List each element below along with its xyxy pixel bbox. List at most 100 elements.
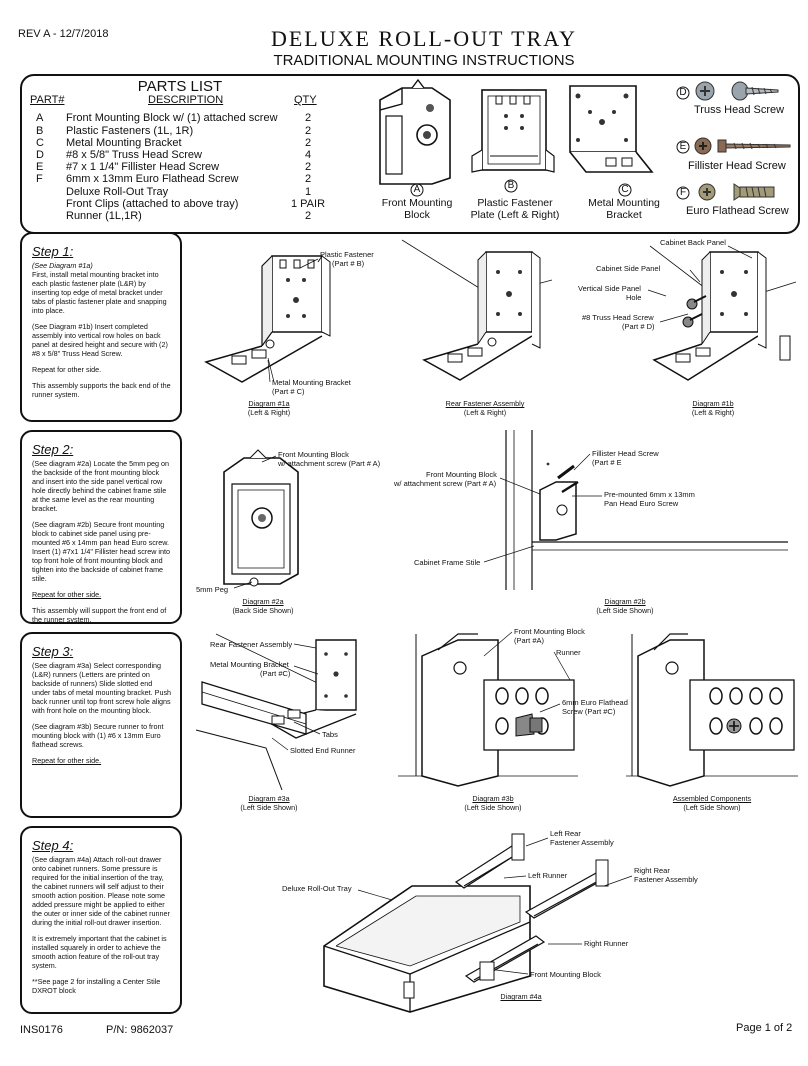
part-description: Deluxe Roll-Out Tray <box>66 186 169 198</box>
d1b-truss-part: (Part # D) <box>622 322 655 331</box>
part-qty: 2 <box>304 210 312 222</box>
front-mounting-block-illustration <box>379 78 451 185</box>
d3b-euro-part: Screw (Part #C) <box>562 707 616 716</box>
step-1-text-1: First, install metal mounting bracket in… <box>32 270 167 315</box>
d2a-fmb-part: w/ attachment screw (Part # A) <box>278 459 381 468</box>
d3b-sub: (Left Side Shown) <box>464 803 522 812</box>
part-d-letter: D <box>679 87 687 98</box>
diagram-1b-illustration <box>649 245 797 381</box>
part-qty: 1 PAIR <box>290 198 326 210</box>
d1b-truss-screw: #8 Truss Head Screw <box>582 313 654 322</box>
d3b-title: Diagram #3b <box>472 794 514 803</box>
d2b-fmb-part: w/ attachment screw (Part # A) <box>394 479 497 488</box>
diagram-2a-illustration <box>223 449 299 587</box>
footer-page: Page 1 of 2 <box>736 1022 793 1034</box>
fillister-head-screw-icon <box>694 137 791 155</box>
diagram-3b-illustration <box>398 633 578 787</box>
step-4-text-1: (See diagram #4a) Attach roll-out drawer… <box>32 855 170 927</box>
d3a-title: Diagram #3a <box>248 794 290 803</box>
d1a-sub: (Left & Right) <box>247 408 291 417</box>
ac-sub: (Left Side Shown) <box>683 803 741 812</box>
d2a-peg-label: 5mm Peg <box>196 585 229 594</box>
step-2-box: Step 2: (See diagram #2a) Locate the 5mm… <box>20 430 182 624</box>
part-f-label: Euro Flathead Screw <box>686 205 789 217</box>
part-letter: E <box>36 161 44 173</box>
part-description: #7 x 1 1/4" Fillister Head Screw <box>66 161 220 173</box>
d2a-sub: (Back Side Shown) <box>232 606 294 615</box>
d2b-premounted-desc: Pan Head Euro Screw <box>604 499 679 508</box>
part-qty: 2 <box>304 161 312 173</box>
letter-a-circle <box>410 183 424 197</box>
parts-header-qty: QTY <box>294 94 317 106</box>
d1b-cabinet-back-panel: Cabinet Back Panel <box>660 238 726 247</box>
d3b-euro-label: 6mm Euro Flathead <box>562 698 628 707</box>
d4a-tray-label: Deluxe Roll-Out Tray <box>282 884 352 893</box>
part-b-label-2: Plate (Left & Right) <box>470 209 560 221</box>
d4a-right-rear-label: Right Rear <box>634 866 670 875</box>
part-qty: 2 <box>304 137 312 149</box>
step-2-text-4: This assembly will support the front end… <box>32 606 167 624</box>
diagram-4a-illustration <box>323 833 609 1013</box>
part-e-letter: E <box>679 141 687 152</box>
part-a-label-1: Front Mounting <box>381 197 453 209</box>
part-c-label-1: Metal Mounting <box>588 197 660 209</box>
d2b-title: Diagram #2b <box>604 597 646 606</box>
d3a-slotted-end-runner: Slotted End Runner <box>290 746 356 755</box>
part-a-label-2: Block <box>404 209 430 221</box>
step-2-title: Step 2: <box>32 442 74 457</box>
step-2-text-1: (See diagram #2a) Locate the 5mm peg on … <box>32 459 170 513</box>
parts-list-title: PARTS LIST <box>137 78 223 95</box>
part-c-label-2: Bracket <box>606 209 642 221</box>
d4a-right-runner: Right Runner <box>584 939 629 948</box>
diagram-1a-illustration <box>204 255 331 383</box>
ac-title: Assembled Components <box>672 794 752 803</box>
d2a-fmb-label: Front Mounting Block <box>278 450 349 459</box>
part-qty: 1 <box>304 186 312 198</box>
step-4-text-2: It is extremely important that the cabin… <box>32 934 167 970</box>
part-description: Front Clips (attached to above tray) <box>66 198 239 210</box>
d3a-tabs: Tabs <box>322 730 338 739</box>
document-subtitle: TRADITIONAL MOUNTING INSTRUCTIONS <box>273 52 575 69</box>
d2a-title: Diagram #2a <box>242 597 284 606</box>
step-4-title: Step 4: <box>32 838 74 853</box>
parts-list-box <box>20 74 800 234</box>
part-b-label-1: Plastic Fastener <box>477 197 553 209</box>
step-2-text-3: Repeat for other side. <box>32 590 102 599</box>
part-d-label: Truss Head Screw <box>694 104 785 116</box>
d1a-title: Diagram #1a <box>248 399 290 408</box>
d3a-mmb-label: Metal Mounting Bracket <box>210 660 289 669</box>
metal-mounting-bracket-illustration <box>569 85 654 173</box>
part-letter: A <box>36 112 44 124</box>
letter-e-circle <box>676 140 690 154</box>
part-qty: 2 <box>304 112 312 124</box>
step-3-title: Step 3: <box>32 644 74 659</box>
part-f-letter: F <box>679 187 687 198</box>
d2b-fillister-part: (Part # E <box>592 458 622 467</box>
part-description: #8 x 5/8" Truss Head Screw <box>66 149 202 161</box>
d3b-fmb-part: (Part #A) <box>514 636 545 645</box>
document-title: DELUXE ROLL-OUT TRAY <box>270 26 578 51</box>
step-1-text-2: (See Diagram #1b) Insert completed assem… <box>32 322 168 358</box>
d1a-plastic-fastener-part: (Part # B) <box>332 259 365 268</box>
part-e-label: Fillister Head Screw <box>688 160 786 172</box>
d2b-sub: (Left Side Shown) <box>596 606 654 615</box>
step-3-text-1: (See diagram #3a) Select corresponding (… <box>32 661 172 715</box>
step-1-ref: (See Diagram #1a) <box>32 261 93 270</box>
part-letter: F <box>36 173 43 185</box>
footer-part-number: P/N: 9862037 <box>106 1024 174 1036</box>
rfa-title: Rear Fastener Assembly <box>445 399 525 408</box>
step-2-text-2: (See diagram #2b) Secure front mounting … <box>32 520 170 583</box>
d4a-left-rear-label: Left Rear <box>550 829 581 838</box>
d3a-rfa-label: Rear Fastener Assembly <box>210 640 293 649</box>
step-3-text-2: (See diagram #3b) Secure runner to front… <box>32 722 164 749</box>
step-1-title: Step 1: <box>32 244 74 259</box>
part-description: 6mm x 13mm Euro Flathead Screw <box>66 173 239 185</box>
parts-header-description: DESCRIPTION <box>148 94 224 106</box>
d4a-right-rear-fastener: Fastener Assembly <box>634 875 698 884</box>
